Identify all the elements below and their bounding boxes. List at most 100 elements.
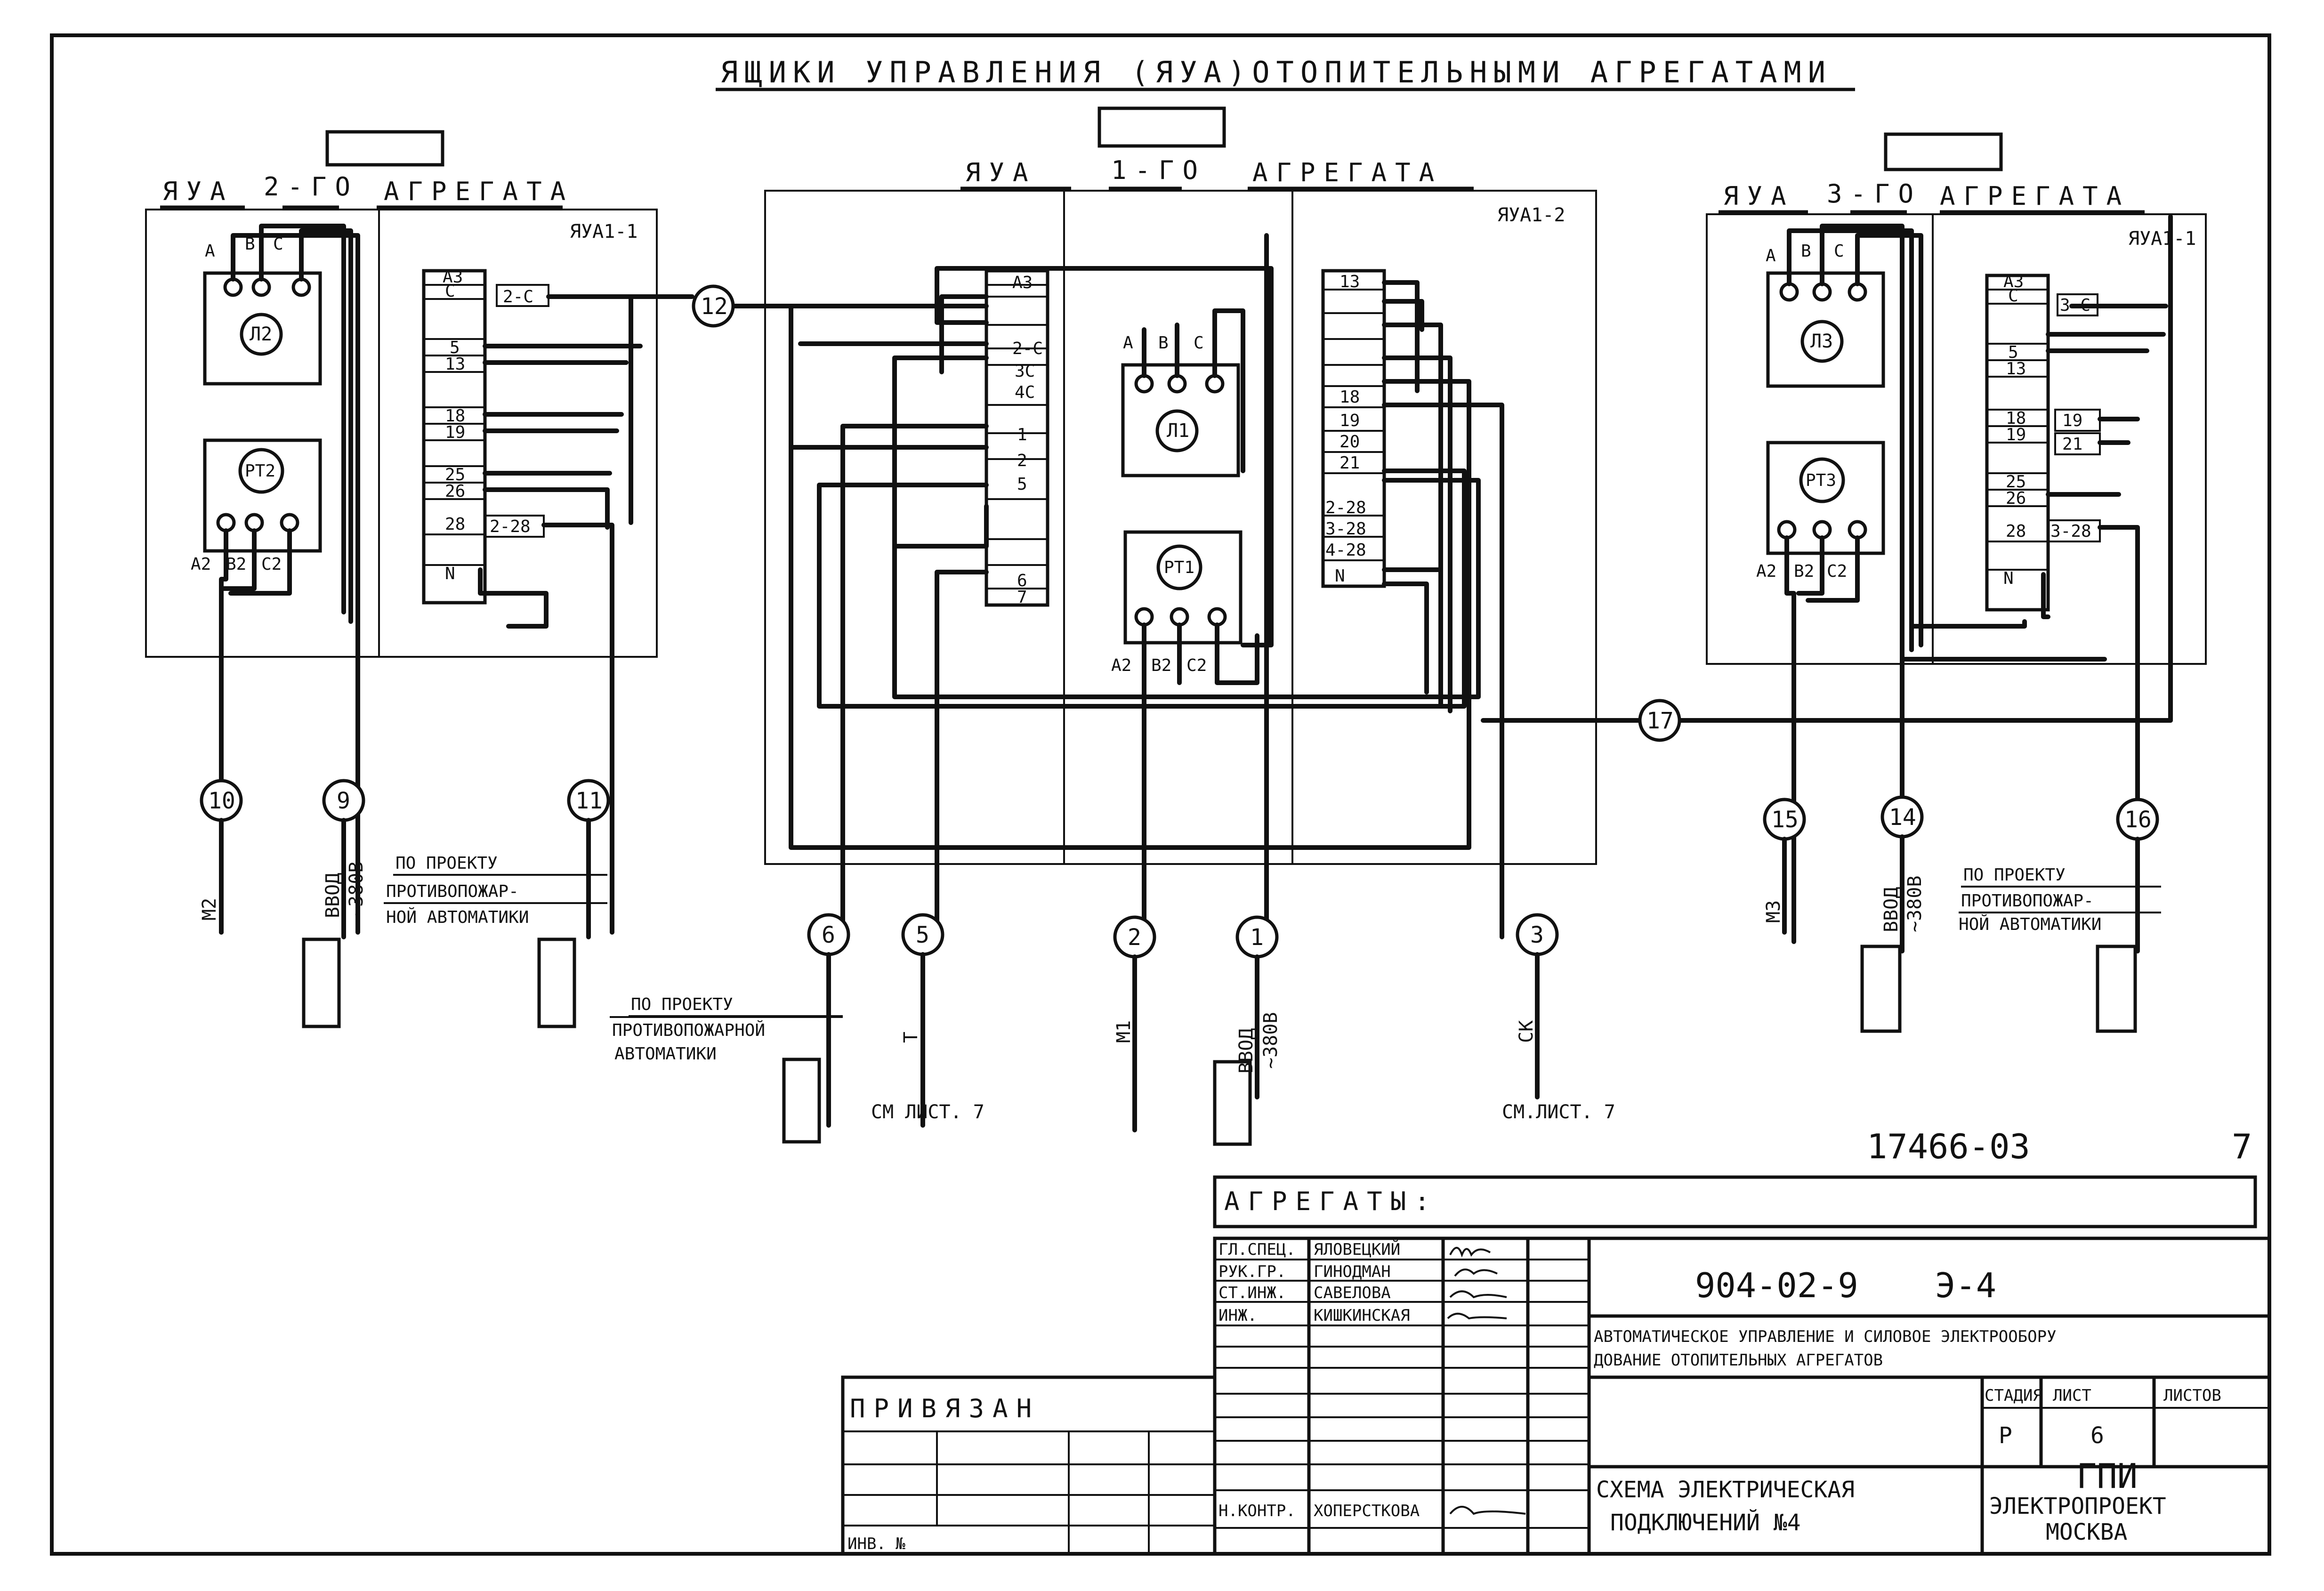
box2-lamp-symbol (240, 313, 283, 356)
signatures (1447, 1247, 1526, 1515)
box3-relay-symbol (1799, 457, 1845, 503)
svg-text:ИНЖ.: ИНЖ. (1218, 1306, 1257, 1325)
svg-text:С2: С2 (1186, 656, 1207, 675)
svg-text:НОЙ АВТОМАТИКИ: НОЙ АВТОМАТИКИ (386, 907, 529, 927)
svg-text:1: 1 (1250, 924, 1264, 951)
svg-text:ПРОТИВОПОЖАР-: ПРОТИВОПОЖАР- (1961, 891, 2094, 911)
cable-12-marker (692, 284, 735, 328)
svg-text:16: 16 (2124, 807, 2152, 833)
box2-terminal-strip (422, 269, 487, 605)
svg-text:5: 5 (1017, 475, 1027, 494)
svg-text:ГЛ.СПЕЦ.: ГЛ.СПЕЦ. (1218, 1240, 1296, 1259)
svg-text:Н.КОНТР.: Н.КОНТР. (1218, 1502, 1296, 1520)
svg-text:В2: В2 (226, 555, 246, 574)
svg-text:26: 26 (2006, 489, 2026, 508)
box3-lamp-symbol (1800, 320, 1844, 363)
svg-text:СТАДИЯ: СТАДИЯ (1985, 1386, 2042, 1405)
svg-text:А3: А3 (2003, 272, 2024, 291)
svg-text:СТ.ИНЖ.: СТ.ИНЖ. (1218, 1284, 1286, 1302)
marker-box-1 (1213, 1060, 1252, 1146)
svg-text:3С: 3С (1015, 362, 1035, 381)
svg-text:В: В (1158, 333, 1169, 353)
svg-text:7: 7 (1017, 588, 1027, 607)
svg-text:3: 3 (1530, 922, 1544, 948)
fire-note-middle: ПО ПРОЕКТУ ПРОТИВОПОЖАРНОЙ АВТОМАТИКИ (610, 995, 843, 1064)
box2-header-num: 2-ГО (264, 172, 359, 202)
label-m1: М1 (1113, 1020, 1135, 1043)
control-box-3: ЯУА 3-ГО АГРЕГАТА ЯУА1-1 А В С Л3 РТ3 А2… (1706, 179, 2207, 665)
svg-text:28: 28 (445, 515, 465, 534)
box1-terminal-strip-right (1321, 269, 1386, 588)
scheme-title-2: ПОДКЛЮЧЕНИЙ №4 (1610, 1509, 1801, 1536)
org-line-2: ЭЛЕКТРОПРОЕКТ (1989, 1493, 2166, 1519)
svg-text:21: 21 (1340, 453, 1360, 473)
label-vvod-1: ВВОД (1235, 1028, 1257, 1074)
svg-text:2: 2 (1128, 924, 1141, 951)
box2-cabinet-id: ЯУА1-1 (570, 221, 638, 242)
svg-text:18: 18 (445, 406, 465, 426)
box1-frame (764, 190, 1597, 865)
svg-text:25: 25 (2006, 472, 2026, 492)
svg-text:20: 20 (1340, 432, 1360, 452)
label-380-14: ~380В (1904, 876, 1926, 932)
label-frame-box2 (325, 130, 444, 167)
svg-text:А3: А3 (443, 267, 463, 287)
marker-box-9 (302, 937, 341, 1028)
svg-text:КИШКИНСКАЯ: КИШКИНСКАЯ (1314, 1306, 1410, 1325)
page-number: 7 (2232, 1127, 2252, 1166)
svg-text:ПО ПРОЕКТУ: ПО ПРОЕКТУ (1963, 865, 2066, 885)
see-sheet-left: СМ ЛИСТ. 7 (871, 1101, 984, 1123)
label-m2: М2 (199, 898, 220, 921)
svg-text:С: С (1194, 333, 1204, 353)
org-line-1: ГПИ (2076, 1456, 2138, 1496)
svg-text:РУК.ГР.: РУК.ГР. (1218, 1262, 1286, 1281)
box2-lamp-label: Л2 (250, 323, 272, 345)
svg-text:14: 14 (1889, 804, 1916, 831)
label-sk: СК (1516, 1020, 1537, 1043)
box3-relay-label: РТ3 (1806, 471, 1836, 490)
project-code: 904-02-9 (1695, 1266, 1858, 1305)
svg-text:N: N (1335, 566, 1345, 586)
svg-text:ЛИСТ: ЛИСТ (2053, 1386, 2091, 1405)
marker-box-11 (537, 937, 576, 1028)
sheet-frame (50, 33, 2271, 1556)
svg-text:4-28: 4-28 (1325, 541, 1366, 560)
org-line-3: МОСКВА (2046, 1519, 2127, 1545)
svg-text:N: N (445, 564, 455, 583)
svg-text:4С: 4С (1015, 383, 1035, 402)
control-box-2: ЯУА 2-ГО АГРЕГАТА ЯУА1-1 А В С Л2 РТ2 А2… (145, 172, 658, 658)
svg-text:А: А (1766, 246, 1776, 266)
svg-text:3-28: 3-28 (1325, 519, 1366, 539)
description-line-2: ДОВАНИЕ ОТОПИТЕЛЬНЫХ АГРЕГАТОВ (1594, 1351, 1883, 1370)
svg-text:В: В (245, 234, 255, 254)
box1-lamp-block (1121, 363, 1240, 477)
svg-text:13: 13 (1340, 272, 1360, 291)
svg-text:21: 21 (2062, 435, 2082, 454)
svg-text:С: С (1834, 242, 1844, 261)
svg-text:А2: А2 (1111, 656, 1131, 675)
box3-header-right: АГРЕГАТА (1940, 181, 2130, 211)
svg-text:19: 19 (2062, 411, 2082, 430)
section-label: АГРЕГАТЫ: (1224, 1187, 1438, 1216)
svg-text:А: А (1123, 333, 1133, 353)
svg-text:19: 19 (445, 423, 465, 442)
svg-text:25: 25 (445, 465, 465, 485)
box1-header-right: АГРЕГАТА (1252, 158, 1443, 187)
svg-text:1: 1 (1017, 425, 1027, 444)
svg-text:В: В (1801, 242, 1811, 261)
svg-text:2-28: 2-28 (490, 517, 531, 536)
marker-box-14 (1860, 945, 1902, 1033)
svg-text:5: 5 (916, 922, 929, 948)
bound-label: ПРИВЯЗАН (850, 1394, 1040, 1423)
svg-text:АВТОМАТИКИ: АВТОМАТИКИ (614, 1044, 717, 1064)
label-m3: М3 (1763, 900, 1784, 923)
svg-text:6: 6 (822, 922, 835, 948)
box3-header-left: ЯУА (1723, 181, 1795, 211)
svg-text:НОЙ АВТОМАТИКИ: НОЙ АВТОМАТИКИ (1959, 914, 2101, 934)
sheet-value: 6 (2090, 1422, 2104, 1449)
svg-text:2-С: 2-С (503, 287, 533, 307)
wiring (219, 214, 2173, 944)
box2-header-left: ЯУА (162, 177, 234, 206)
label-380-1: ~380В (1260, 1012, 1282, 1069)
